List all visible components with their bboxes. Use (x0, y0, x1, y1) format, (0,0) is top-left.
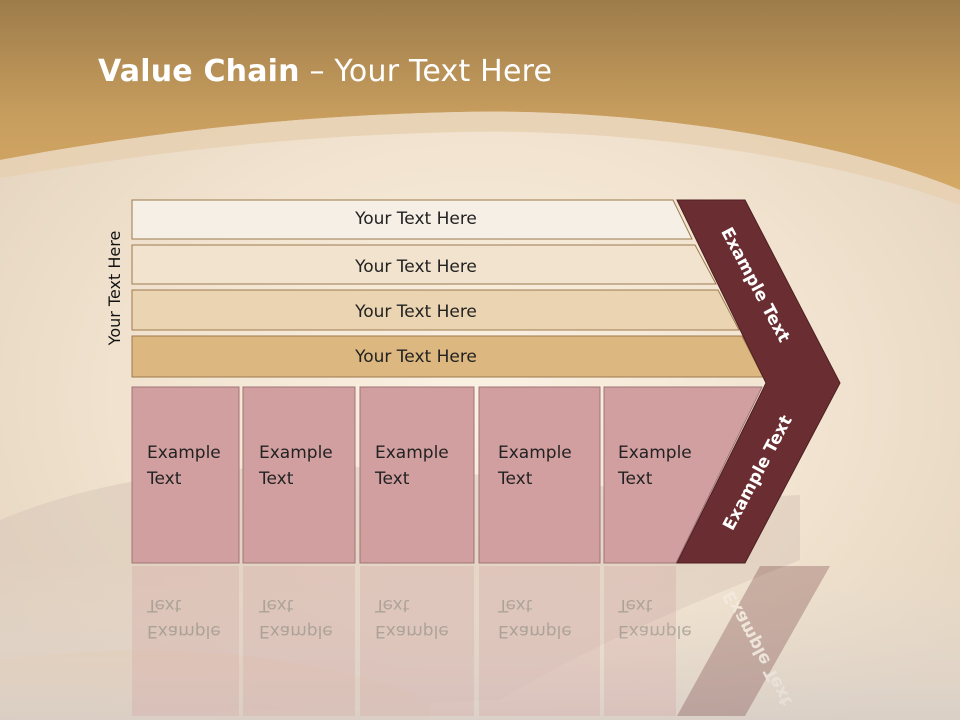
box-shape-5 (603, 386, 763, 564)
box-shape-2 (242, 386, 356, 564)
row-label-1: Your Text Here (355, 209, 477, 229)
row-shape-3 (131, 289, 740, 331)
title-rest: – Your Text Here (299, 54, 553, 89)
box-line: Example (375, 443, 449, 463)
row-label-2: Your Text Here (355, 257, 477, 277)
box-line: Example (259, 443, 333, 463)
page-title: Value Chain – Your Text Here (98, 54, 552, 89)
box-line: Text (375, 469, 410, 489)
box-line: Text (498, 469, 533, 489)
row-label-3: Your Text Here (355, 302, 477, 322)
box-shape-3 (359, 386, 475, 564)
box-line: Example (618, 443, 692, 463)
box-shape-4 (478, 386, 601, 564)
box-shape-1 (131, 386, 240, 564)
box-line: Text (147, 469, 182, 489)
box-line: Example (498, 443, 572, 463)
box-line: Text (618, 469, 653, 489)
row-label-4: Your Text Here (355, 347, 477, 367)
row-shape-1 (131, 199, 693, 240)
chevron-arrow (676, 199, 841, 564)
row-shape-2 (131, 244, 717, 285)
box-line: Text (259, 469, 294, 489)
title-bold: Value Chain (98, 54, 300, 89)
box-line: Example (147, 443, 221, 463)
